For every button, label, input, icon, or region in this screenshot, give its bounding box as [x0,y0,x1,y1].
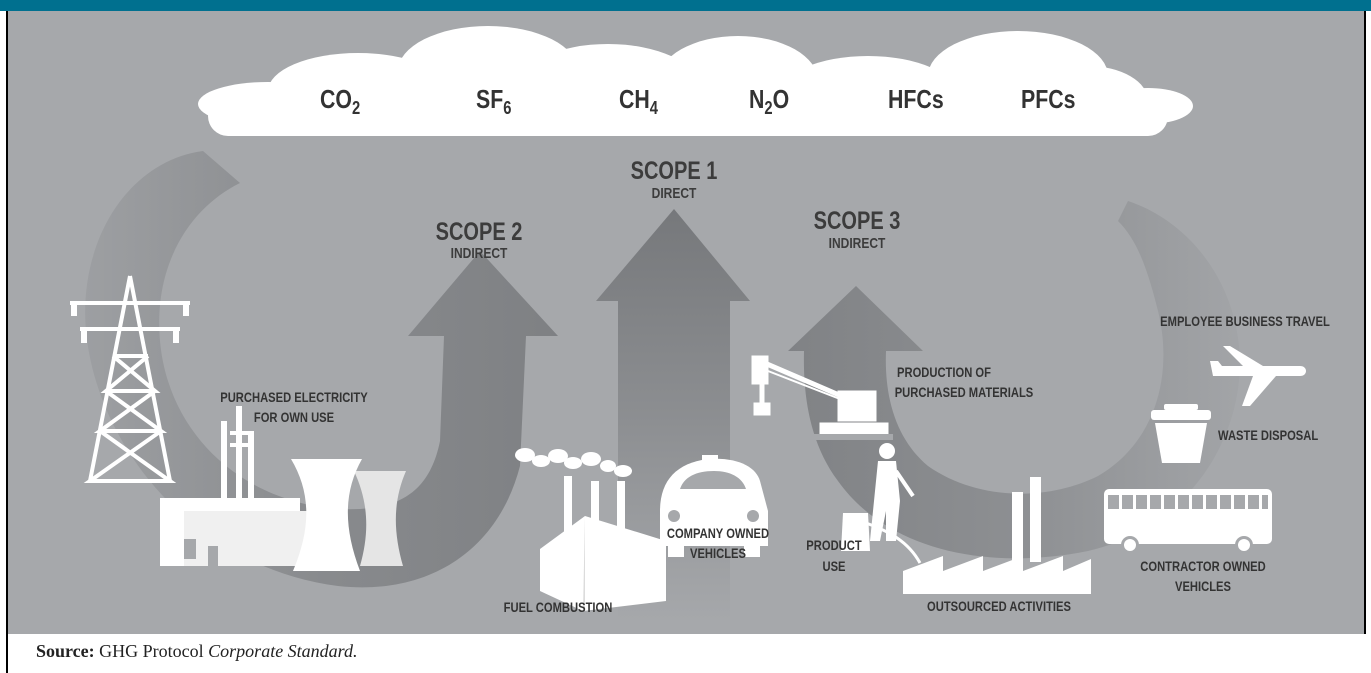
car-icon [660,455,768,557]
trash-can-icon [1151,404,1211,463]
label-contractor-vehicles-line1: CONTRACTOR OWNED [1140,558,1266,574]
outsourced-factory-icon [903,477,1091,594]
scope2-arrow [85,151,558,588]
transmission-tower-icon [70,275,190,483]
right-rule [1364,11,1371,634]
label-product-use-line1: PRODUCT [806,537,862,553]
left-rule [0,11,8,673]
factory-icon [515,448,666,611]
bus-icon [1104,489,1272,554]
source-prefix: Source: [36,641,95,661]
header-bar [0,0,1371,11]
airplane-icon [1210,346,1306,406]
scope2-subtitle: INDIRECT [450,245,508,262]
gas-label-n2o: N2O [749,84,790,118]
gas-label-ch4: CH4 [619,84,659,118]
gas-label-co2: CO2 [320,84,361,118]
label-waste-disposal: WASTE DISPOSAL [1218,427,1319,443]
gas-label-pfcs: PFCs [1021,84,1076,114]
scope3-subtitle: INDIRECT [828,235,886,252]
scope3-arrow [788,201,1240,559]
label-employee-business-travel: EMPLOYEE BUSINESS TRAVEL [1160,313,1330,329]
source-note: Source: GHG Protocol Corporate Standard. [36,641,358,662]
label-production-materials-line2: PURCHASED MATERIALS [894,384,1034,400]
scope1-title: SCOPE 1 [630,157,718,185]
label-outsourced-activities: OUTSOURCED ACTIVITIES [927,598,1071,614]
scope1-subtitle: DIRECT [651,185,697,202]
label-contractor-vehicles-line2: VEHICLES [1174,578,1231,594]
diagram-panel: CO2 SF6 CH4 N2O HFCs PFCs SCOPE 1 DIRECT… [8,11,1364,634]
excavator-crane-icon [751,355,893,440]
label-fuel-combustion: FUEL COMBUSTION [503,599,613,615]
gas-label-hfcs: HFCs [888,84,944,114]
label-purchased-electricity-line2: FOR OWN USE [253,409,335,425]
scope3-title: SCOPE 3 [813,207,901,235]
label-production-materials-line1: PRODUCTION OF [897,364,991,380]
person-with-equipment-icon [841,443,922,564]
label-purchased-electricity-line1: PURCHASED ELECTRICITY [220,389,368,405]
gas-label-sf6: SF6 [476,84,512,118]
label-company-vehicles-line1: COMPANY OWNED [666,525,770,541]
source-title: Corporate Standard. [208,641,358,661]
label-company-vehicles-line2: VEHICLES [689,545,746,561]
ghg-cloud [198,26,1193,136]
source-text: GHG Protocol [94,641,209,661]
diagram-artwork [70,26,1306,621]
scope2-title: SCOPE 2 [435,218,523,246]
power-plant-icon [160,406,406,571]
label-product-use-line2: USE [822,558,846,574]
